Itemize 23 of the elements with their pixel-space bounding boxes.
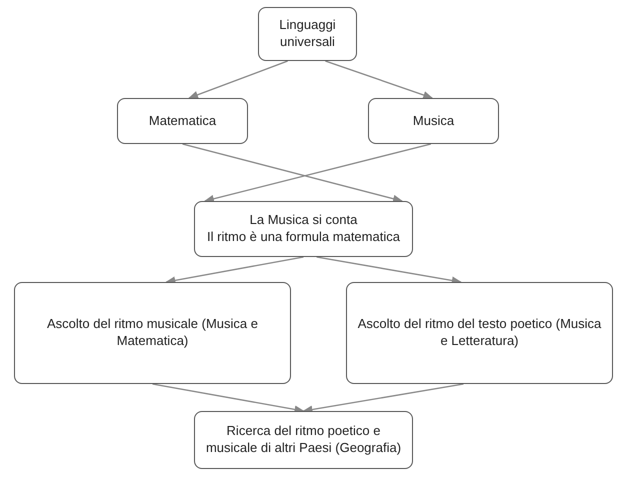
process-box xyxy=(117,98,248,144)
box-text: Ricerca del ritmo poetico e musicale di altri Paesi (Geografia) xyxy=(204,423,402,457)
box-text: Ascolto del ritmo musicale (Musica e Matematica) xyxy=(46,316,259,350)
box-text: La Musica si conta xyxy=(250,212,358,229)
arrow xyxy=(188,60,288,99)
box-text: Musica xyxy=(412,112,454,130)
box-text: Linguaggi universali xyxy=(278,17,337,51)
process-box xyxy=(194,411,413,469)
process-box xyxy=(368,98,499,144)
arrow xyxy=(204,143,432,203)
arrow xyxy=(316,256,462,284)
arrow xyxy=(152,383,304,414)
arrow xyxy=(182,143,404,203)
process-box xyxy=(346,282,613,384)
arrow xyxy=(325,60,434,99)
arrow xyxy=(302,383,464,414)
arrow xyxy=(165,256,304,284)
process-box xyxy=(194,201,413,257)
box-text: Il ritmo è una formula matematica xyxy=(207,229,400,246)
process-box xyxy=(258,7,357,61)
box-text: Ascolto del ritmo del testo poetico (Musica e Letteratura) xyxy=(356,316,602,350)
box-text: Matematica xyxy=(148,112,216,130)
process-box xyxy=(14,282,291,384)
